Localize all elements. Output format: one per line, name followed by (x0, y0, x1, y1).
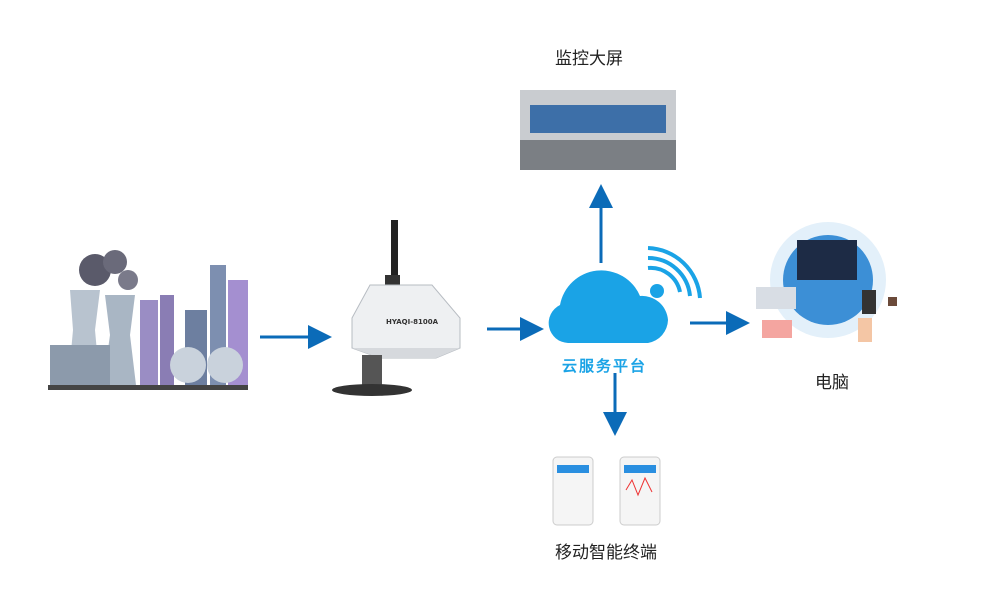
cloud-icon (548, 246, 702, 343)
computer-label: 电脑 (815, 373, 849, 393)
mobile-phones-illustration (552, 456, 661, 526)
mobile-terminal-label: 移动智能终端 (555, 543, 657, 563)
monitor-wall-image (520, 90, 676, 170)
cloud-platform-label: 云服务平台 (562, 357, 648, 375)
factory-illustration (48, 250, 248, 390)
device-model-label: HYAQI-8100A (386, 318, 439, 326)
sensor-device-illustration (332, 220, 461, 396)
computer-illustration (756, 222, 897, 342)
monitor-wall-label: 监控大屏 (555, 49, 623, 69)
